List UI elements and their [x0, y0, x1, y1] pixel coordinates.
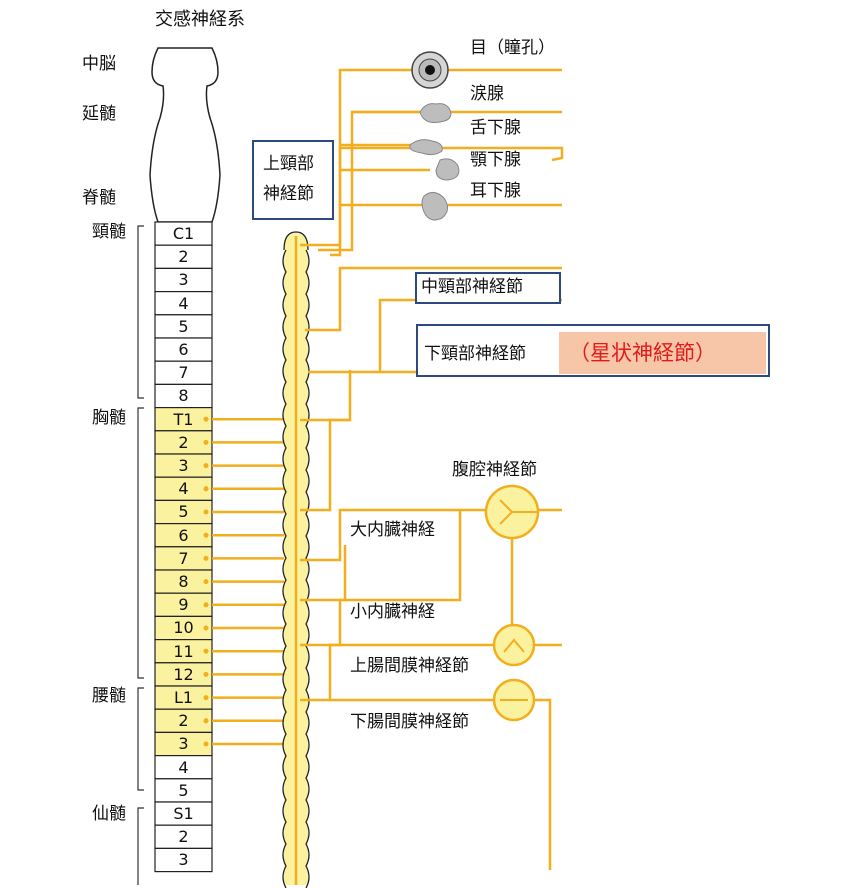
- fiber-origin-dot: [203, 648, 209, 654]
- target-parotid: 耳下腺: [470, 181, 521, 201]
- fiber-origin-dot: [203, 532, 209, 538]
- inferior-mesenteric-ganglion-icon: [492, 678, 536, 722]
- fiber-origin-dot: [203, 671, 209, 677]
- superior-mesenteric-ganglion-icon: [492, 623, 536, 667]
- celiac-ganglion-icon: [484, 484, 540, 540]
- label-lesser-splanchnic: 小内臓神経: [350, 602, 435, 622]
- segment-label: 6: [178, 525, 189, 545]
- label-thoracic: 胸髄: [92, 408, 126, 428]
- ganglion-branches: [300, 68, 564, 870]
- segment-label: 6: [178, 340, 189, 359]
- fiber-origin-dot: [203, 741, 209, 747]
- label-cervical: 頸髄: [92, 222, 126, 242]
- label-greater-splanchnic: 大内臓神経: [350, 520, 435, 540]
- label-inferior-mesenteric: 下腸間膜神経節: [350, 712, 469, 732]
- spinal-column: [154, 221, 213, 873]
- segment-label: 5: [178, 316, 189, 336]
- parotid-gland-icon: [421, 192, 448, 221]
- segment-label: 5: [178, 780, 189, 800]
- fiber-origin-dot: [203, 416, 209, 422]
- region-brackets: [137, 225, 144, 885]
- label-inferior-cervical: 下頸部神経節: [424, 344, 526, 364]
- label-spinal-cord: 脊髄: [82, 188, 116, 208]
- segment-label: T1: [173, 409, 194, 429]
- fiber-origin-dot: [203, 463, 209, 469]
- label-superior-mesenteric: 上腸間膜神経節: [350, 656, 469, 676]
- target-sublingual: 舌下腺: [470, 118, 521, 138]
- trunk-outline: [282, 249, 287, 888]
- fiber-origin-dot: [203, 602, 209, 608]
- trunk-top: [283, 231, 309, 251]
- fiber-origin-dot: [203, 486, 209, 492]
- segment-label: 2: [178, 432, 189, 452]
- label-superior-cervical-2: 神経節: [263, 184, 314, 204]
- target-submandibular: 顎下腺: [470, 150, 521, 170]
- segment-cell: [154, 847, 213, 873]
- segment-label: 3: [178, 270, 189, 290]
- label-middle-cervical: 中頸部神経節: [421, 277, 523, 297]
- segment-label: 3: [178, 734, 189, 754]
- fiber-origin-dot: [203, 439, 209, 445]
- middle-cervical-ganglion-box: [415, 272, 561, 304]
- brainstem-outline: [149, 47, 221, 223]
- eye-icon: [411, 51, 449, 89]
- segment-label: 2: [178, 247, 189, 267]
- label-midbrain: 中脳: [82, 54, 116, 74]
- segment-label: 8: [178, 572, 189, 591]
- sympathetic-trunk: [203, 231, 310, 888]
- label-superior-cervical-1: 上頸部: [263, 154, 314, 174]
- fiber-origin-dot: [203, 509, 209, 515]
- fiber-origin-dot: [203, 579, 209, 585]
- lacrimal-gland-icon: [419, 103, 452, 123]
- stellate-ganglion-label: （星状神経節）: [559, 332, 766, 374]
- target-eye: 目（瞳孔）: [470, 38, 555, 58]
- fiber-origin-dot: [203, 555, 209, 561]
- segment-label: 3: [178, 850, 189, 870]
- segment-label: 5: [178, 502, 189, 522]
- segment-label: S1: [173, 804, 194, 823]
- segment-label: 8: [178, 386, 189, 406]
- segment-label: 4: [178, 479, 189, 499]
- submandibular-gland-icon: [435, 158, 460, 181]
- fiber-origin-dot: [203, 625, 209, 631]
- label-medulla: 延髄: [82, 104, 116, 124]
- segment-label: 10: [173, 618, 194, 638]
- segment-label: 7: [178, 363, 189, 383]
- trunk-outline: [305, 249, 310, 888]
- segment-label: 2: [178, 711, 189, 731]
- label-sacral: 仙髄: [92, 804, 126, 824]
- superior-cervical-ganglion-box: [252, 140, 334, 220]
- fiber-origin-dot: [203, 695, 209, 701]
- sublingual-gland-icon: [409, 139, 443, 156]
- target-lacrimal: 涙腺: [470, 84, 504, 104]
- segment-label: 12: [173, 664, 194, 684]
- label-celiac: 腹腔神経節: [452, 460, 537, 480]
- diagram-title: 交感神経系: [155, 9, 245, 30]
- segment-label: 2: [178, 827, 189, 847]
- segment-label: 4: [178, 293, 189, 313]
- fiber-origin-dot: [203, 718, 209, 724]
- segment-label: 4: [178, 757, 189, 777]
- segment-label: C1: [172, 224, 195, 243]
- segment-label: 9: [178, 595, 189, 615]
- segment-label: 11: [173, 641, 194, 661]
- segment-label: 3: [178, 456, 189, 475]
- segment-label: 7: [178, 548, 189, 568]
- segment-label: L1: [173, 688, 194, 707]
- label-lumbar: 腰髄: [92, 686, 126, 706]
